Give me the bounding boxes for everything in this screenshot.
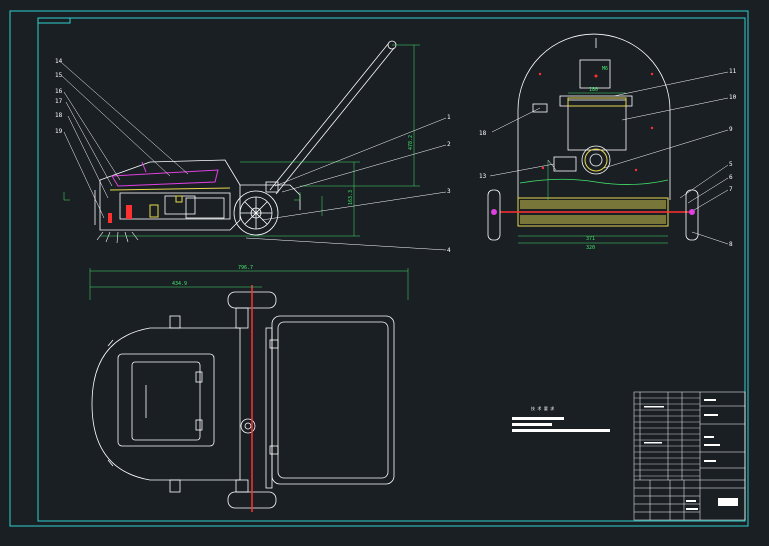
top-view-tick-marks bbox=[107, 339, 114, 467]
side-callout-15: 15 bbox=[55, 72, 63, 79]
front-view-drum-gear bbox=[567, 97, 627, 172]
front-callout-8: 8 bbox=[729, 241, 733, 248]
top-dim-796-7: 796.7 bbox=[238, 265, 253, 271]
front-dim-320: 320 bbox=[586, 245, 595, 251]
front-view-wheel-hubs bbox=[491, 209, 695, 215]
front-callout-13: 13 bbox=[479, 173, 487, 180]
front-view: 11 10 9 5 6 7 8 18 13 371 320 180 M6 bbox=[479, 33, 737, 251]
front-view-dimension-lines bbox=[518, 92, 668, 244]
front-callout-5: 5 bbox=[729, 161, 733, 168]
top-view: 796.7 434.9 bbox=[89, 265, 409, 512]
side-view-right-leaders bbox=[245, 117, 447, 251]
front-callout-7: 7 bbox=[729, 186, 733, 193]
front-callout-10: 10 bbox=[729, 94, 737, 101]
front-callout-18: 18 bbox=[479, 130, 487, 137]
front-callout-9: 9 bbox=[729, 126, 733, 133]
side-callout-3: 3 bbox=[447, 188, 451, 195]
side-view-dimension-lines bbox=[63, 44, 420, 237]
side-view-brush bbox=[96, 231, 139, 244]
drawing-frame bbox=[9, 10, 749, 527]
side-view-handle bbox=[265, 40, 397, 195]
front-view-brush-roller bbox=[500, 197, 690, 227]
side-view-left-leaders bbox=[61, 62, 189, 219]
front-dim-m6: M6 bbox=[602, 66, 608, 72]
side-callout-1: 1 bbox=[447, 114, 451, 121]
side-callout-4: 4 bbox=[447, 247, 451, 254]
side-callout-17: 17 bbox=[55, 98, 63, 105]
side-callout-16: 16 bbox=[55, 88, 63, 95]
side-callout-18: 18 bbox=[55, 112, 63, 119]
side-callout-19: 19 bbox=[55, 128, 63, 135]
front-view-leaders bbox=[489, 71, 729, 245]
side-view-hopper bbox=[111, 169, 219, 187]
top-view-body bbox=[91, 291, 395, 509]
side-callout-2: 2 bbox=[447, 141, 451, 148]
front-view-housing bbox=[517, 33, 671, 200]
technical-notes: 技 术 要 求 bbox=[512, 405, 610, 432]
top-view-dimension-lines bbox=[89, 268, 409, 300]
front-view-green-line bbox=[519, 178, 669, 185]
side-view: 14 15 16 17 18 19 1 2 3 4 478.2 163.3 bbox=[55, 40, 451, 254]
side-view-red-marks bbox=[108, 205, 132, 223]
title-block-text-marks bbox=[644, 399, 738, 510]
front-view-red-dots bbox=[538, 72, 654, 172]
notes-title: 技 术 要 求 bbox=[531, 405, 554, 411]
title-block bbox=[633, 391, 746, 521]
front-dim-180: 180 bbox=[589, 87, 598, 93]
front-callout-11: 11 bbox=[729, 68, 737, 75]
side-dim-height: 478.2 bbox=[408, 135, 414, 150]
front-dim-371: 371 bbox=[586, 236, 595, 242]
side-dim-body-height: 163.3 bbox=[348, 190, 354, 205]
title-block-rows bbox=[634, 397, 700, 477]
front-callout-6: 6 bbox=[729, 174, 733, 181]
top-dim-434-9: 434.9 bbox=[172, 281, 187, 287]
side-view-frame-parts bbox=[109, 187, 231, 218]
side-view-wheel bbox=[233, 190, 279, 236]
side-view-body bbox=[94, 159, 301, 231]
side-callout-14: 14 bbox=[55, 58, 63, 65]
